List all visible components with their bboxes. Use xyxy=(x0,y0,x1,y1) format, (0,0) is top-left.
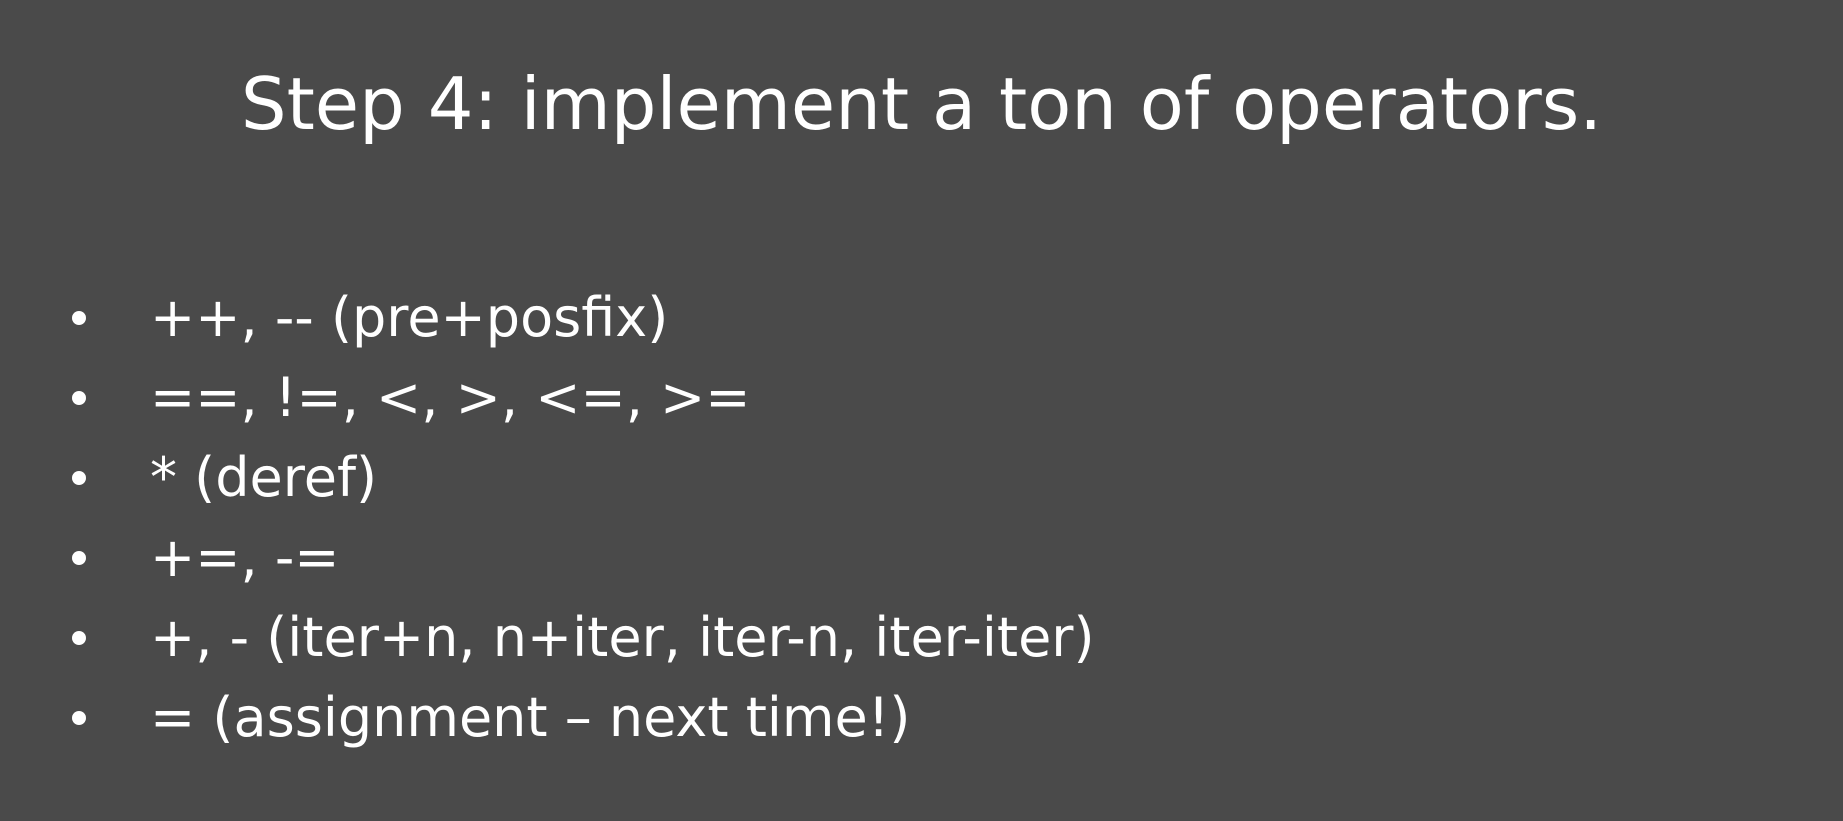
slide-title: Step 4: implement a ton of operators. xyxy=(240,62,1603,146)
bullet-icon xyxy=(72,711,86,725)
bullet-text: ==, !=, <, >, <=, >= xyxy=(150,366,751,429)
bullet-text: +=, -= xyxy=(150,526,340,589)
list-item: ++, -- (pre+posfix) xyxy=(64,278,1095,358)
bullet-text: = (assignment – next time!) xyxy=(150,686,911,749)
bullet-list: ++, -- (pre+posfix) ==, !=, <, >, <=, >=… xyxy=(64,278,1095,758)
bullet-text: * (deref) xyxy=(150,446,378,509)
bullet-icon xyxy=(72,311,86,325)
bullet-text: +, - (iter+n, n+iter, iter-n, iter-iter) xyxy=(150,606,1095,669)
bullet-icon xyxy=(72,551,86,565)
list-item: * (deref) xyxy=(64,438,1095,518)
bullet-icon xyxy=(72,391,86,405)
bullet-icon xyxy=(72,471,86,485)
bullet-icon xyxy=(72,631,86,645)
list-item: +=, -= xyxy=(64,518,1095,598)
list-item: = (assignment – next time!) xyxy=(64,678,1095,758)
list-item: ==, !=, <, >, <=, >= xyxy=(64,358,1095,438)
bullet-text: ++, -- (pre+posfix) xyxy=(150,286,669,349)
list-item: +, - (iter+n, n+iter, iter-n, iter-iter) xyxy=(64,598,1095,678)
